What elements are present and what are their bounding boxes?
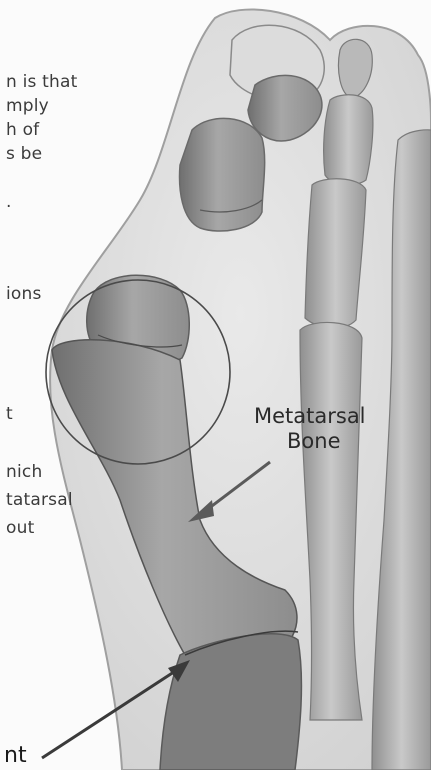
body-text-line: n is that — [6, 72, 78, 92]
body-text-line: . — [6, 192, 12, 212]
body-text-line: tatarsal — [6, 490, 73, 510]
metatarsal-label-line1: Metatarsal — [254, 405, 366, 428]
body-text-line: ions — [6, 284, 42, 304]
second-toe-middle — [324, 95, 373, 185]
metatarsal-label-line2: Bone — [287, 430, 340, 453]
medial-cuneiform — [160, 634, 301, 770]
body-text-line: s be — [6, 144, 42, 164]
second-toe-proximal — [305, 179, 366, 328]
body-text-line: out — [6, 518, 34, 538]
body-text-line: t — [6, 404, 13, 424]
body-text-line: nich — [6, 462, 42, 482]
big-toe-proximal-phalanx — [180, 118, 265, 231]
body-text-line: h of — [6, 120, 39, 140]
body-text-line: mply — [6, 96, 49, 116]
joint-label-partial: nt — [4, 744, 27, 768]
